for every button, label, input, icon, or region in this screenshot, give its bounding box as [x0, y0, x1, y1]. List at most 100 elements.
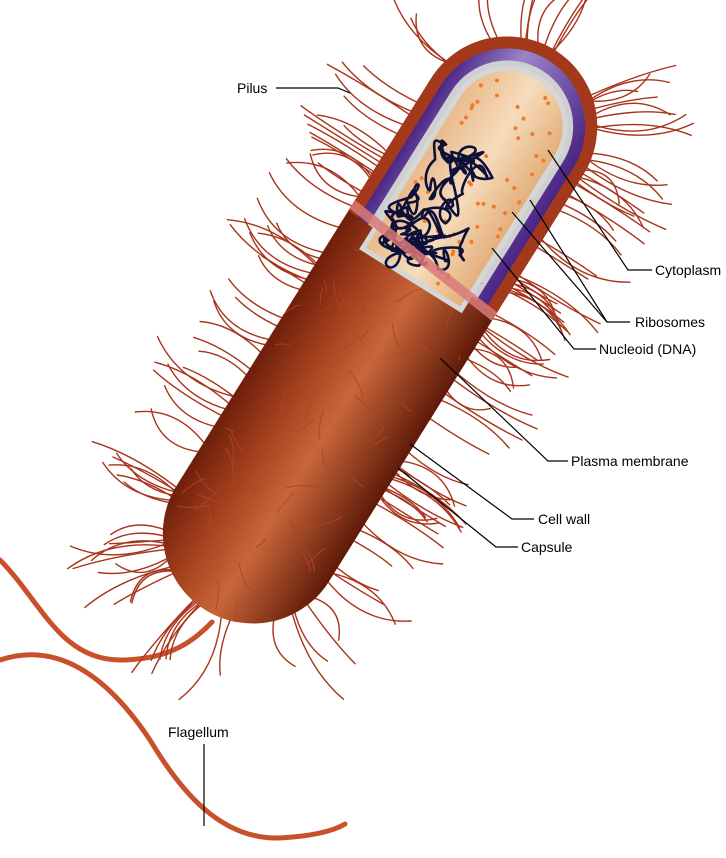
pilus-strand: [198, 350, 250, 379]
ribosome: [503, 211, 508, 216]
pilus-strand: [591, 102, 671, 117]
pilus-strand: [559, 202, 617, 242]
flagellum: [0, 557, 215, 663]
pilus-strand: [90, 540, 169, 562]
pilus-strand: [515, 273, 601, 325]
pilus-strand: [115, 556, 171, 574]
pilus-strand: [585, 159, 664, 200]
pilus-strand: [276, 222, 324, 260]
pilus-strand: [465, 354, 531, 387]
pilus-strand: [410, 17, 450, 65]
pilus-strand: [159, 600, 200, 660]
pilus-strand: [312, 152, 373, 182]
pilus-strand: [483, 325, 538, 361]
pilus-strand: [588, 73, 651, 102]
pilus-strand: [580, 169, 620, 205]
pilus-strand: [538, 236, 631, 283]
capsule-fiber: [219, 562, 224, 567]
ribosome: [513, 126, 518, 131]
capsule-fiber: [397, 348, 429, 356]
capsule-fiber: [392, 369, 408, 376]
pilus-strand: [396, 464, 467, 507]
pilus-strand: [272, 616, 296, 668]
pilus-strand: [356, 528, 414, 570]
ribosome: [469, 106, 474, 111]
capsule-fiber: [348, 370, 365, 399]
pilus-strand: [103, 532, 168, 546]
ribosome: [547, 131, 552, 136]
pilus-strand: [442, 391, 523, 441]
pilus-strand: [213, 300, 270, 347]
pilus-strand: [286, 161, 362, 199]
pilus-strand: [134, 410, 207, 447]
capsule-fiber: [280, 390, 287, 417]
capsule-fiber: [373, 435, 388, 445]
pilus-strand: [290, 609, 345, 700]
pilus-strand: [437, 398, 510, 449]
capsule-fiber: [230, 430, 245, 453]
pilus-strand: [350, 538, 393, 567]
pilus-strand: [590, 96, 658, 110]
pilus-strand: [131, 597, 197, 673]
pilus-strand: [415, 13, 450, 64]
capsule-fiber: [207, 505, 211, 532]
label-plasma-membrane: Plasma membrane: [571, 453, 689, 469]
pilus-strand: [129, 568, 176, 603]
pilus-strand: [341, 61, 416, 114]
capsule-fiber: [253, 478, 259, 494]
ribosome: [470, 103, 475, 108]
pilus-strand: [343, 125, 389, 156]
capsule-fiber: [359, 330, 369, 342]
pilus-strand: [309, 131, 378, 175]
pilus-strand: [84, 565, 174, 609]
pilus-strand: [476, 336, 558, 379]
capsule-fiber: [418, 315, 442, 327]
pilus-strand: [178, 612, 223, 701]
pilus-strand: [363, 65, 421, 105]
pilus-strand: [426, 416, 490, 455]
pilus-strand: [488, 317, 543, 361]
pilus-strand: [382, 486, 427, 518]
pilus-strand: [97, 556, 171, 575]
pilus-strand: [209, 290, 273, 341]
capsule-fiber: [319, 287, 324, 303]
leader-capsule: [397, 467, 518, 548]
pilus-strand: [588, 89, 639, 103]
pilus-strand: [592, 111, 676, 120]
pilus-strand: [182, 366, 237, 399]
capsule-fiber: [291, 564, 295, 567]
ribosome: [515, 104, 520, 109]
capsule-fiber: [215, 580, 220, 610]
label-nucleoid: Nucleoid (DNA): [599, 341, 696, 357]
pilus-strand: [378, 492, 438, 521]
pilus-strand: [592, 113, 687, 132]
pilus-strand: [165, 601, 202, 660]
capsule-fiber: [370, 426, 385, 442]
capsule-fiber: [366, 273, 388, 278]
pilus-strand: [152, 369, 225, 418]
pilus-strand: [576, 176, 667, 230]
pilus-strand: [199, 320, 264, 356]
ribosome: [459, 120, 464, 125]
pilus-strand: [454, 371, 533, 416]
capsule-fibers: [163, 234, 461, 631]
label-capsule: Capsule: [521, 539, 573, 555]
leader-plasma-membrane: [439, 357, 568, 462]
pilus-strand: [307, 123, 381, 169]
pilus-strand: [123, 481, 173, 504]
pilus-strand: [381, 488, 428, 523]
pilus-strand: [478, 0, 493, 43]
pilus-strand: [515, 274, 599, 334]
pilus-strand: [256, 197, 328, 254]
capsule-fiber: [321, 448, 329, 471]
capsule-fiber: [318, 410, 324, 441]
ribosome: [478, 83, 483, 88]
flagellum-tail: [0, 652, 348, 841]
pilus-strand: [317, 162, 365, 194]
pilus-strand: [334, 73, 407, 127]
ribosome: [530, 131, 535, 136]
pilus-strand: [474, 339, 533, 377]
pilus-strand: [169, 602, 204, 661]
capsule-fiber: [225, 427, 235, 434]
capsule-fiber: [196, 493, 222, 504]
